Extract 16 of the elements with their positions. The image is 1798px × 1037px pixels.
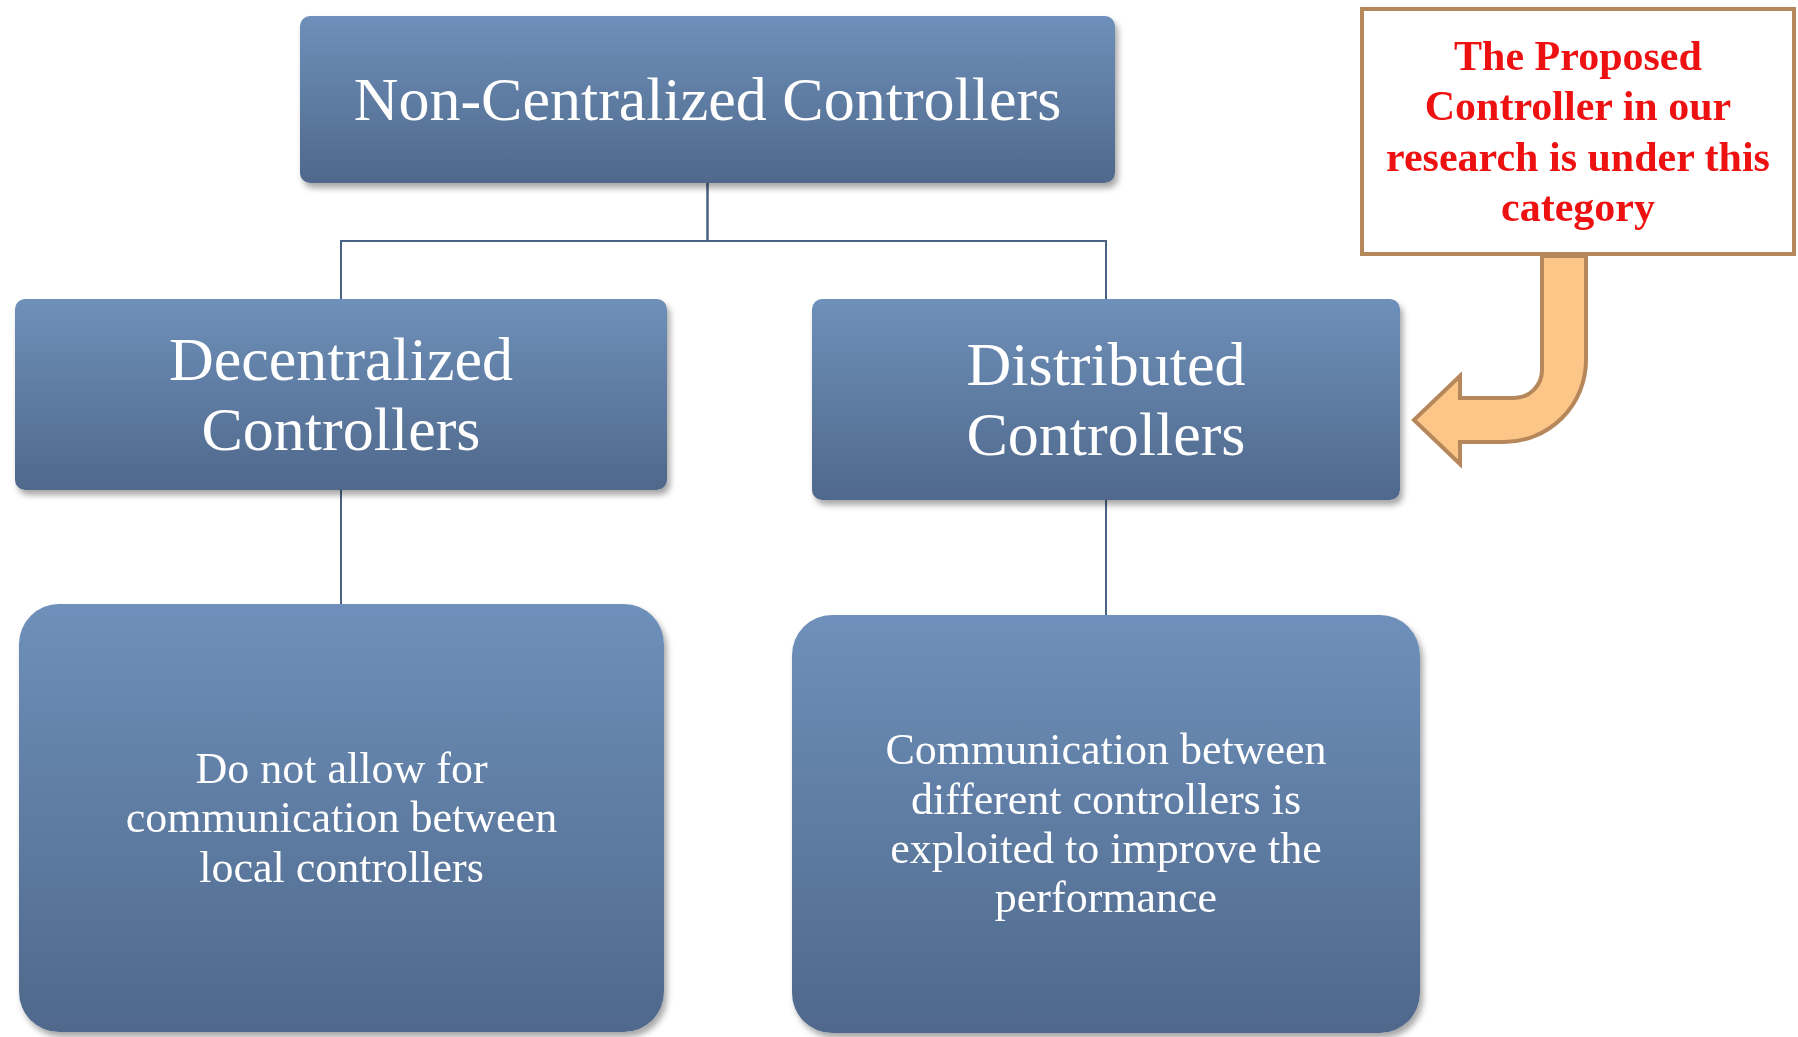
connector-line [1105, 499, 1107, 616]
node-text: Do not allow for communication between local controllers [124, 744, 559, 892]
description-box [792, 615, 1420, 1033]
node-text: Non-Centralized Controllers [353, 64, 1062, 135]
category-box [15, 299, 667, 490]
connector-line [706, 182, 1107, 300]
node-text: Communication between different controllers is exploited to improve the performance [884, 725, 1328, 923]
category-box [812, 299, 1400, 500]
connector-line [340, 489, 342, 605]
callout-text: The Proposed Controller in our research is under this category [1385, 31, 1771, 232]
node-text: Distributed Controllers [965, 330, 1247, 469]
curved-block-arrow [1412, 254, 1588, 466]
callout-box [1360, 7, 1796, 256]
node-text: Decentralized Controllers [167, 325, 515, 464]
description-box [19, 604, 664, 1032]
title-box [300, 16, 1115, 183]
